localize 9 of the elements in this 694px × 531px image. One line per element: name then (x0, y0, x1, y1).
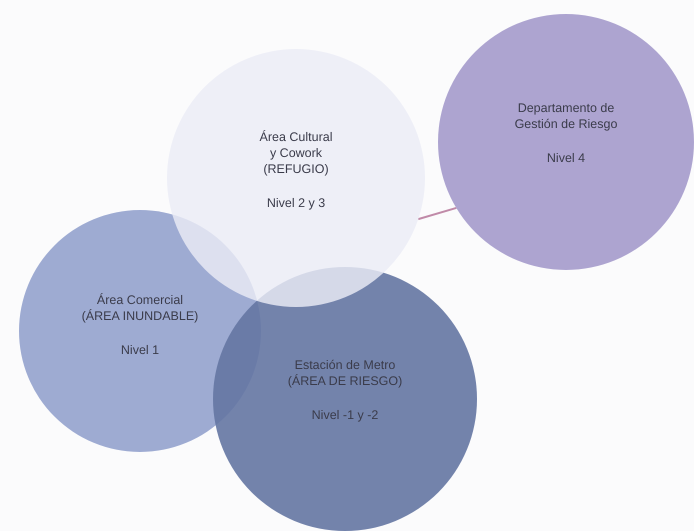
level-label: Nivel -1 y -2 (310, 407, 380, 423)
area-label: Estación de Metro (ÁREA DE RIESGO) (286, 357, 404, 389)
area-label: Departamento de Gestión de Riesgo (514, 100, 618, 132)
area-label: Área Comercial (ÁREA INUNDABLE) (80, 292, 200, 324)
level-label: Nivel 4 (546, 150, 586, 166)
level-label: Nivel 1 (120, 342, 160, 358)
area-label: Área Cultural y Cowork (REFUGIO) (258, 129, 334, 177)
connector-line (418, 206, 457, 220)
level-label: Nivel 2 y 3 (266, 195, 326, 211)
